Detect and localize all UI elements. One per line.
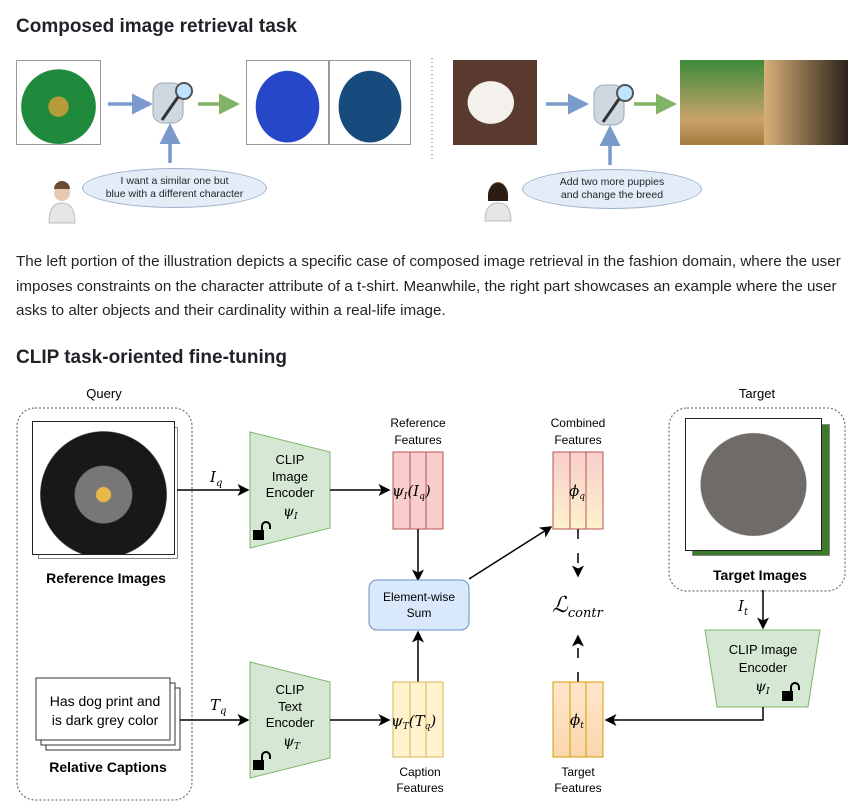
query-group-box [16, 407, 193, 801]
search-database-icon [593, 84, 634, 126]
clip-finetuning-diagram: Query Target Reference Images Target Ima… [16, 386, 846, 801]
white-puppy-image [453, 60, 537, 145]
tq-symbol: Tq [210, 696, 226, 717]
section-title-composed-retrieval: Composed image retrieval task [16, 16, 297, 37]
query-text-line: I want a similar one but [120, 175, 229, 187]
combined-features-vector [552, 451, 604, 530]
green-tshirt-image [16, 60, 101, 145]
encoder-label: Text [278, 699, 302, 714]
target-features-vector [552, 681, 604, 758]
sum-label: Element-wise [383, 590, 455, 604]
element-wise-sum-block [368, 579, 470, 631]
clip-text-encoder [249, 661, 331, 779]
contrastive-loss-symbol: ℒcontr [552, 593, 604, 621]
query-text-line: Add two more puppies [559, 176, 665, 188]
query-text-line: blue with a different character [105, 188, 244, 200]
encoder-label: Encoder [266, 485, 315, 500]
features-label: Caption [399, 765, 440, 779]
section-title-clip-finetuning: CLIP task-oriented fine-tuning [16, 347, 287, 368]
reference-tshirt-image [32, 421, 175, 555]
caption-text-line: is dark grey color [52, 712, 159, 728]
caption-features-symbol: ψT(Tq) [391, 712, 436, 732]
encoder-label: Image [272, 469, 308, 484]
features-label: Features [554, 781, 601, 795]
query-text-line: and change the breed [560, 189, 664, 201]
relative-caption-card [35, 677, 171, 741]
target-features-symbol: ϕt [570, 711, 584, 731]
unlock-icon [253, 751, 271, 770]
features-label: Features [394, 433, 441, 447]
caption-features-vector [392, 681, 444, 758]
unlock-icon [253, 521, 271, 540]
reference-images-label: Reference Images [46, 570, 166, 586]
encoder-label: CLIP [276, 452, 305, 467]
iq-symbol: Iq [209, 468, 222, 489]
clip-image-encoder [249, 431, 331, 549]
caption-text-line: Has dog print and [50, 693, 161, 709]
reference-features-vector [392, 451, 444, 530]
target-dog-tshirt-image [685, 418, 822, 551]
illustration-arrows [48, 58, 677, 224]
it-symbol: It [737, 597, 749, 618]
target-images-label: Target Images [713, 567, 807, 583]
encoder-symbol: ψI [283, 504, 298, 522]
unlock-icon [782, 682, 800, 701]
reference-features-symbol: ψI(Iq) [392, 482, 431, 502]
features-label: Target [561, 765, 595, 779]
relative-captions-label: Relative Captions [49, 759, 167, 775]
user-male-icon [48, 181, 76, 224]
spaniels-result-image [764, 60, 848, 145]
encoder-label: CLIP Image [729, 642, 797, 657]
query-label: Query [86, 386, 122, 401]
encoder-label: CLIP [276, 682, 305, 697]
navy-tshirt-result-image [329, 60, 411, 145]
features-label: Reference [390, 416, 446, 430]
target-label: Target [739, 386, 776, 401]
encoder-label: Encoder [266, 715, 315, 730]
encoder-symbol: ψT [283, 734, 301, 752]
encoder-symbol: ψI [755, 679, 770, 697]
features-label: Features [554, 433, 601, 447]
target-group-box [668, 407, 846, 592]
features-label: Combined [551, 416, 606, 430]
puppies-result-image [680, 60, 764, 145]
description-paragraph: The left portion of the illustration dep… [16, 253, 841, 319]
combined-features-symbol: ϕq [569, 482, 585, 502]
encoder-label: Encoder [739, 660, 788, 675]
search-database-icon [152, 82, 193, 124]
sum-label: Sum [407, 606, 432, 620]
features-label: Features [396, 781, 443, 795]
user-female-icon [484, 182, 512, 222]
blue-tshirt-result-image [246, 60, 329, 145]
